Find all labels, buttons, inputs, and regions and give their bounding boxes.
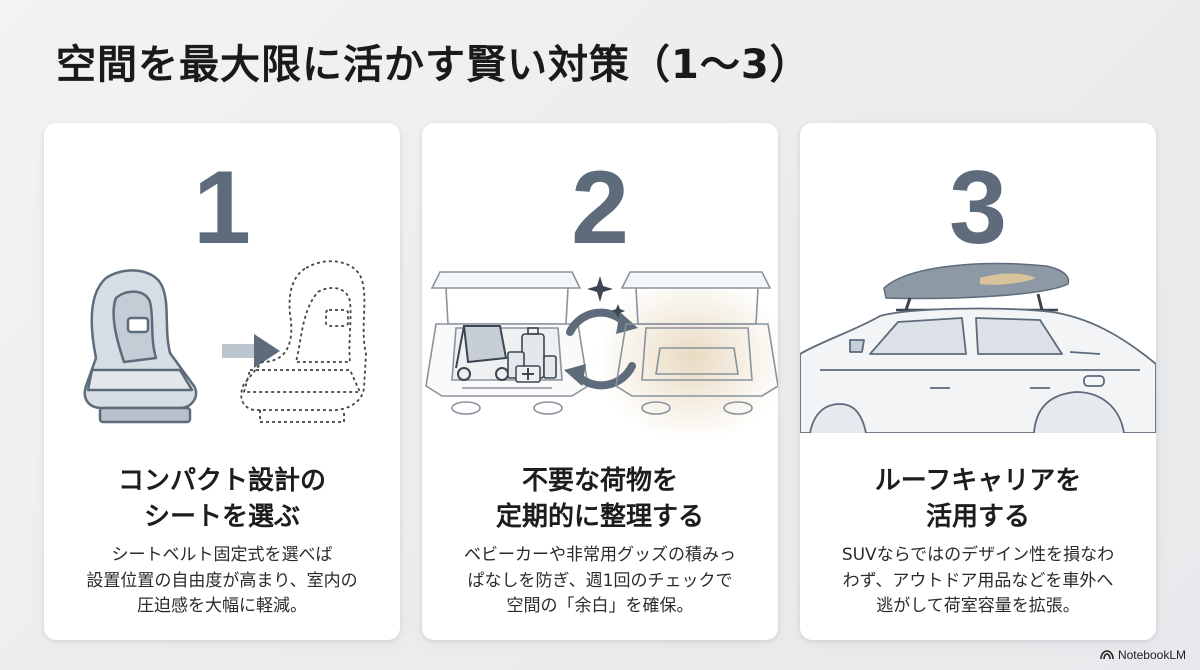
roof-carrier-illustration: [800, 262, 1156, 433]
clean-trunk-icon: [615, 271, 778, 415]
notebooklm-icon: [1100, 650, 1114, 660]
stroller-icon: [455, 325, 509, 381]
sparkle-icon: [587, 276, 625, 318]
car-seat-icon: [83, 269, 198, 424]
tip-card-1: 1 コンパクト設計の シートを選ぶ シートベルト固定式を選べば 設置位置の自由度: [44, 123, 400, 640]
car-seat-outline-icon: [240, 260, 367, 423]
card-number: 3: [949, 150, 1007, 266]
cluttered-trunk-icon: [425, 271, 589, 415]
roof-box-icon: [883, 262, 1070, 312]
card-number: 1: [193, 150, 251, 266]
tip-card-3: 3 ルーフキャリアを 活用する SUVならではのデザイン性を損なわ わず、アウト…: [800, 123, 1156, 640]
card-number: 2: [571, 150, 629, 266]
card-heading: 不要な荷物を 定期的に整理する: [495, 466, 704, 532]
card-description: シートベルト固定式を選べば 設置位置の自由度が高まり、室内の 圧迫感を大幅に軽減…: [86, 545, 358, 616]
car-seat-illustration: [83, 260, 367, 424]
arrow-right-icon: [222, 334, 280, 368]
first-aid-kit-icon: [515, 365, 541, 383]
card-description: SUVならではのデザイン性を損なわ わず、アウトドア用品などを車外へ 逃がして荷…: [841, 545, 1115, 616]
trunk-organize-illustration: [425, 271, 778, 433]
card-heading: コンパクト設計の シートを選ぶ: [117, 466, 326, 532]
suv-icon: [800, 307, 1156, 433]
card-heading: ルーフキャリアを 活用する: [874, 466, 1082, 532]
logo-text: NotebookLM: [1117, 648, 1186, 662]
card-description: ベビーカーや非常用グッズの積みっ ぱなしを防ぎ、週1回のチェックで 空間の「余白…: [464, 545, 736, 616]
notebooklm-logo: NotebookLM: [1100, 648, 1186, 662]
page-title: 空間を最大限に活かす賢い対策（1〜3）: [56, 42, 811, 88]
tip-card-2: 2: [422, 123, 778, 640]
